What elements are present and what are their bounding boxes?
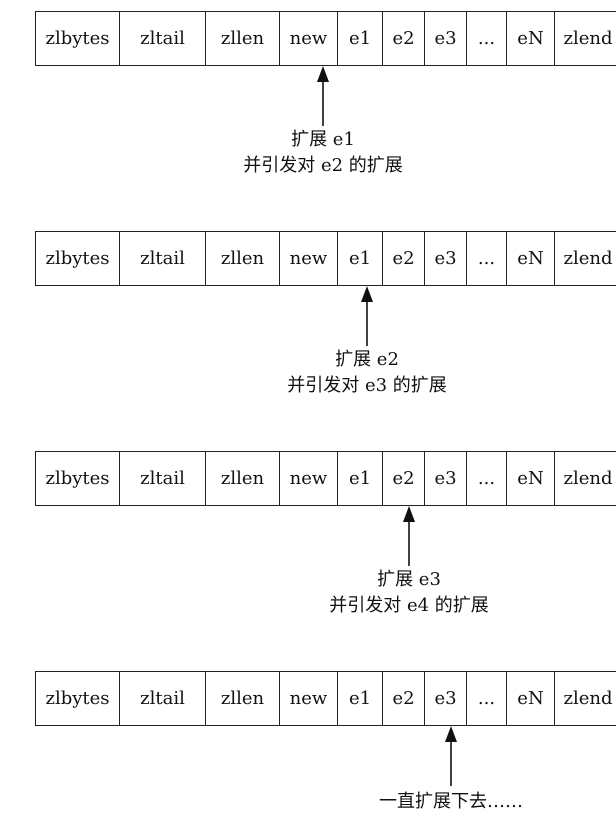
caption-line-1: 扩展 e1: [291, 129, 355, 150]
cell-ellipsis: ...: [466, 12, 506, 65]
up-arrow-icon: [361, 286, 373, 346]
up-arrow-icon: [445, 726, 457, 786]
caption-line-1: 一直扩展下去……: [379, 791, 523, 812]
cell-zltail: zltail: [119, 452, 205, 505]
cell-e3: e3: [424, 672, 466, 725]
cell-new: new: [279, 12, 337, 65]
caption-line-2: 并引发对 e4 的扩展: [329, 595, 489, 616]
cell-zllen: zllen: [205, 12, 279, 65]
step-caption: 扩展 e1 并引发对 e2 的扩展: [243, 127, 403, 179]
cell-zlbytes: zlbytes: [45, 688, 110, 709]
up-arrow-icon: [403, 506, 415, 566]
cell-zlend: zlend: [554, 232, 616, 285]
cell-new: new: [279, 452, 337, 505]
cell-eN: eN: [506, 12, 554, 65]
cell-e2: e2: [382, 672, 424, 725]
ziplist-row: zlbytes zltail zllen new e1 e2 e3 ... eN…: [35, 231, 616, 286]
caption-line-2: 并引发对 e3 的扩展: [287, 375, 447, 396]
cell-zltail: zltail: [119, 672, 205, 725]
cell-new: new: [279, 232, 337, 285]
ziplist-row: zlbytes zltail zllen new e1 e2 e3 ... eN…: [35, 671, 616, 726]
cell-e2: e2: [382, 232, 424, 285]
cell-ellipsis: ...: [466, 452, 506, 505]
cell-new: new: [279, 672, 337, 725]
cell-zllen: zllen: [205, 232, 279, 285]
cell-zlbytes: zlbytes: [45, 28, 110, 49]
cell-zlbytes: zlbytes: [45, 248, 110, 269]
up-arrow-icon: [317, 66, 329, 126]
cell-e1: e1: [337, 232, 382, 285]
step-caption: 扩展 e3 并引发对 e4 的扩展: [329, 567, 489, 619]
caption-line-1: 扩展 e2: [335, 349, 399, 370]
caption-line-1: 扩展 e3: [377, 569, 441, 590]
cell-zltail: zltail: [119, 12, 205, 65]
ziplist-row: zlbytes zltail zllen new e1 e2 e3 ... eN…: [35, 451, 616, 506]
cell-e3: e3: [424, 232, 466, 285]
cell-zlend: zlend: [554, 452, 616, 505]
step-caption: 一直扩展下去……: [379, 789, 523, 815]
step-caption: 扩展 e2 并引发对 e3 的扩展: [287, 347, 447, 399]
cell-e2: e2: [382, 452, 424, 505]
cell-eN: eN: [506, 232, 554, 285]
cell-e1: e1: [337, 672, 382, 725]
cell-e2: e2: [382, 12, 424, 65]
cell-e3: e3: [424, 12, 466, 65]
cell-zlbytes: zlbytes: [45, 468, 110, 489]
cell-e3: e3: [424, 452, 466, 505]
cell-zlend: zlend: [554, 672, 616, 725]
cell-eN: eN: [506, 452, 554, 505]
cell-e1: e1: [337, 12, 382, 65]
cell-zllen: zllen: [205, 452, 279, 505]
caption-line-2: 并引发对 e2 的扩展: [243, 155, 403, 176]
cell-ellipsis: ...: [466, 672, 506, 725]
ziplist-row: zlbytes zltail zllen new e1 e2 e3 ... eN…: [35, 11, 616, 66]
cell-zlend: zlend: [554, 12, 616, 65]
cell-e1: e1: [337, 452, 382, 505]
cell-zllen: zllen: [205, 672, 279, 725]
cell-zltail: zltail: [119, 232, 205, 285]
cell-ellipsis: ...: [466, 232, 506, 285]
cell-eN: eN: [506, 672, 554, 725]
